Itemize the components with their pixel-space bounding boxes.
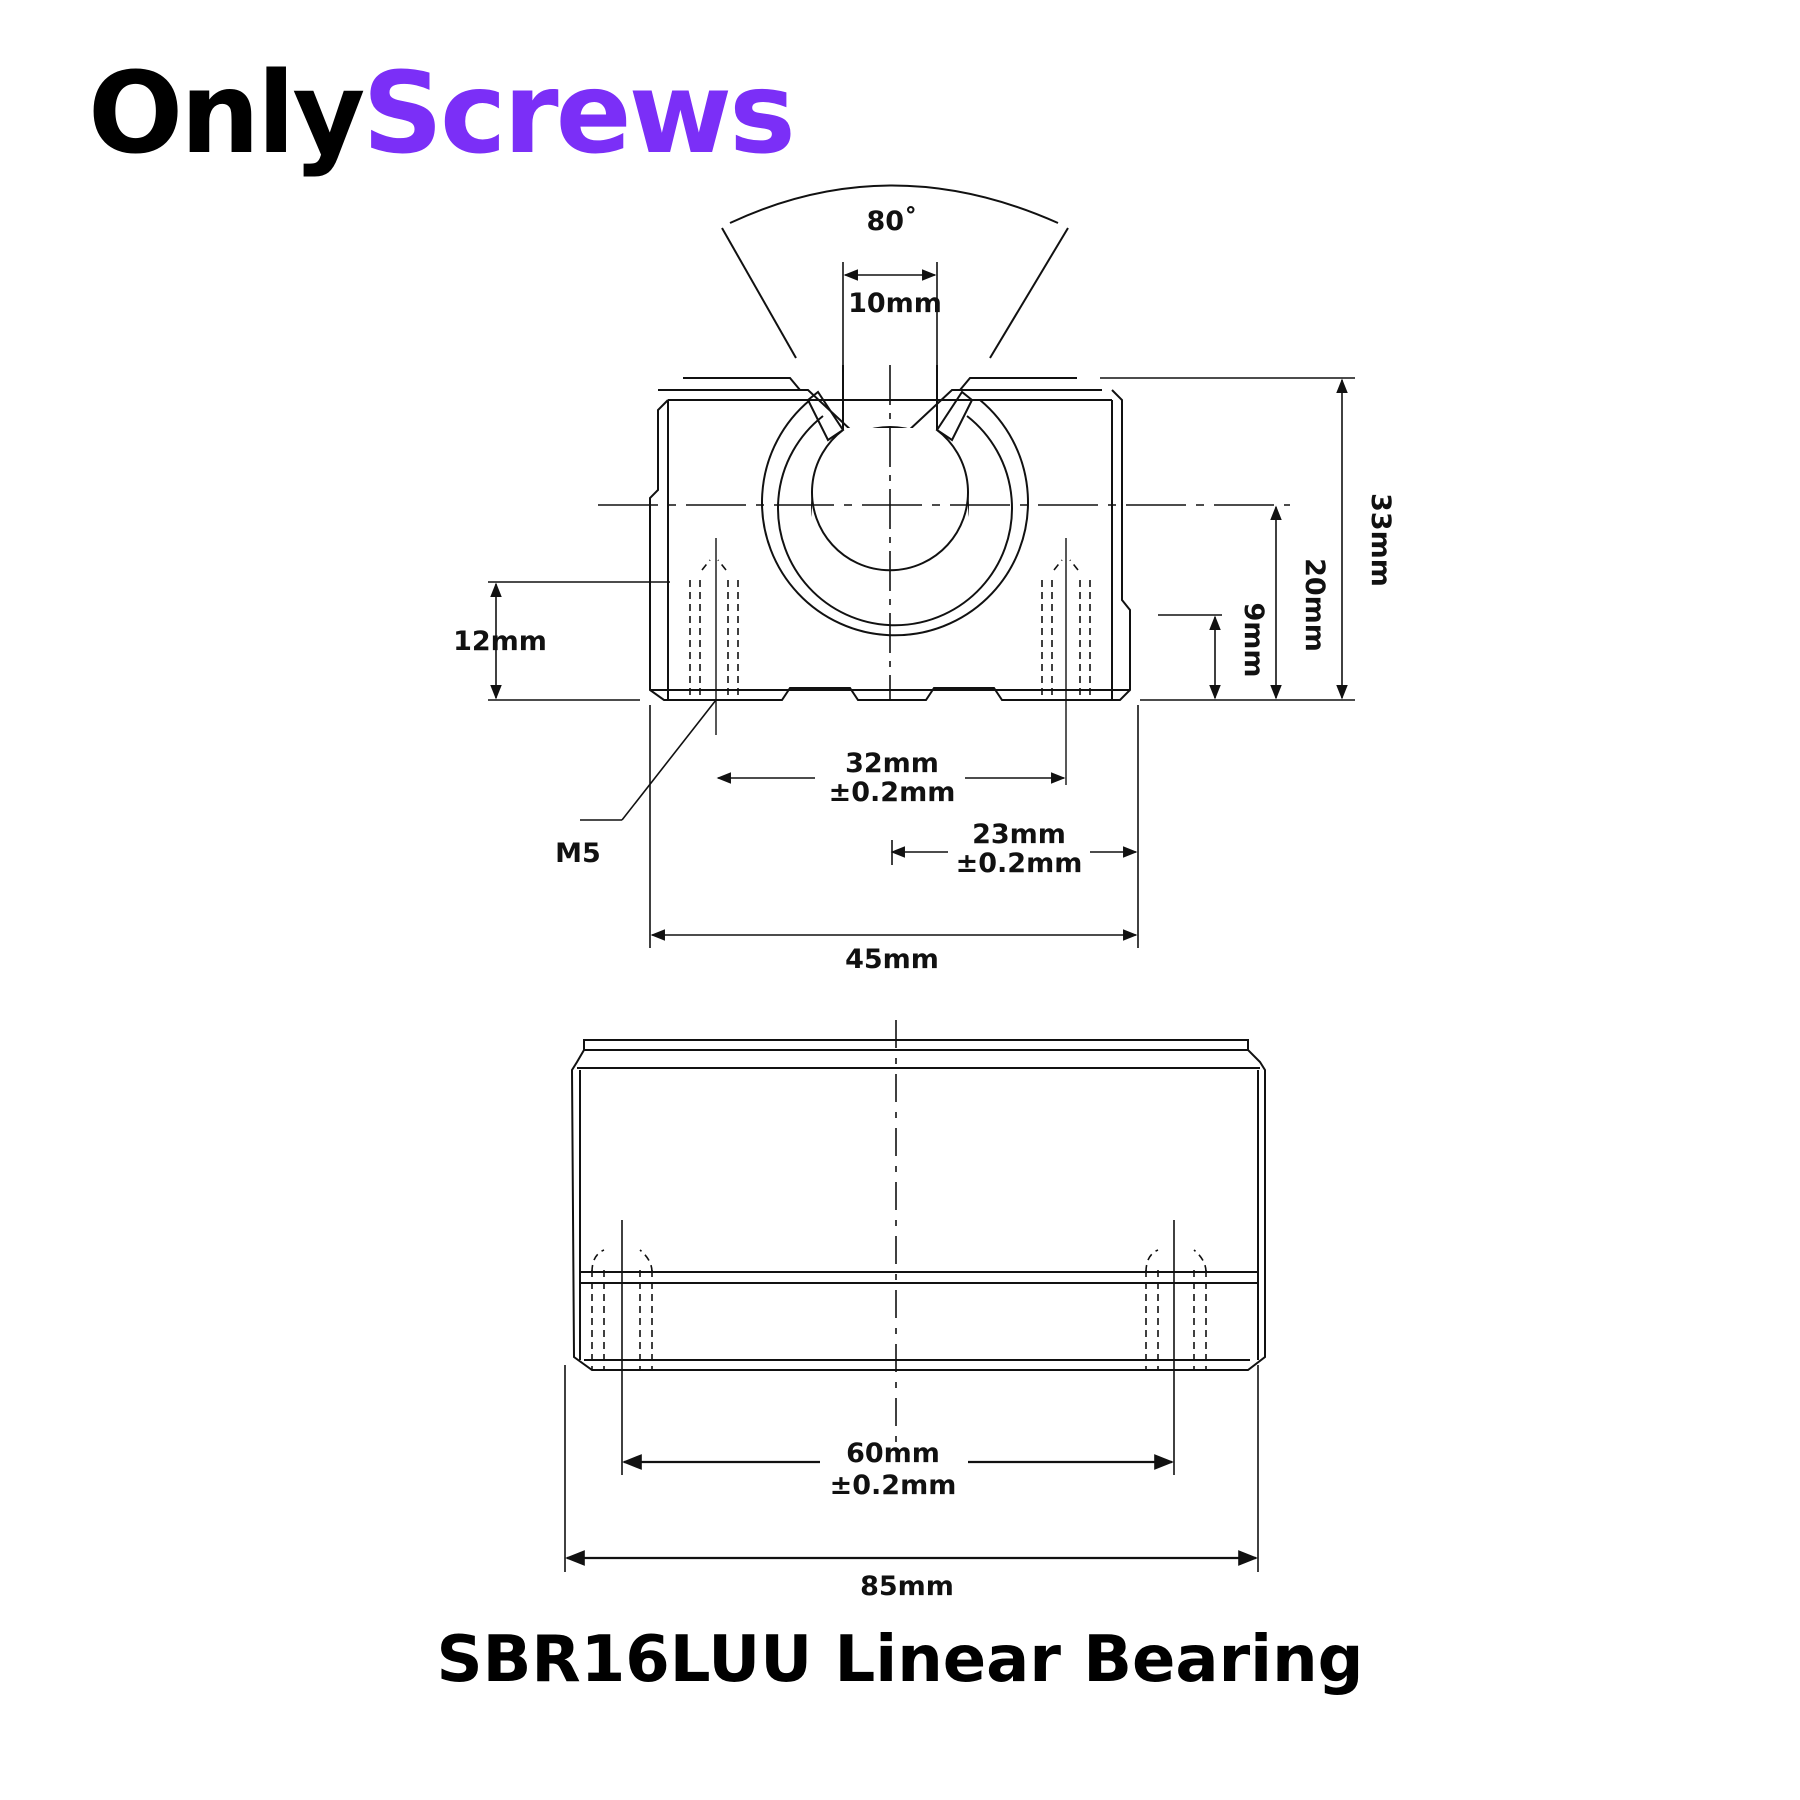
height-mount-label: 9mm xyxy=(1238,602,1269,677)
hole-spacing-tolerance: ±0.2mm xyxy=(829,777,956,808)
thread-label: M5 xyxy=(555,838,601,869)
brand-part-only: Only xyxy=(88,49,365,179)
width-label: 45mm xyxy=(845,944,939,975)
angle-label: 80˚ xyxy=(866,206,917,237)
hole-right xyxy=(1041,559,1091,700)
product-title: SBR16LUU Linear Bearing xyxy=(436,1623,1364,1697)
angle-arc xyxy=(729,184,1059,224)
half-width-label: 23mm xyxy=(972,819,1066,850)
brand-logo: OnlyScrews xyxy=(88,58,796,170)
hole-left xyxy=(689,559,739,700)
outer-ring xyxy=(761,399,1029,637)
height-center-label: 20mm xyxy=(1299,558,1330,652)
side-hole-left xyxy=(591,1249,653,1370)
middle-ring xyxy=(777,415,1013,627)
side-view xyxy=(570,1020,1266,1450)
half-width-tolerance: ±0.2mm xyxy=(956,848,1083,879)
angle-line-left xyxy=(721,227,797,359)
brand-part-screws: Screws xyxy=(362,49,795,179)
length-holes-label: 60mm xyxy=(846,1438,940,1469)
front-body-left xyxy=(649,389,1131,701)
length-holes-tolerance: ±0.2mm xyxy=(830,1470,957,1501)
hole-depth-label: 12mm xyxy=(453,626,547,657)
front-dimensions xyxy=(488,262,1355,948)
side-dimensions xyxy=(564,1220,1259,1572)
slot-width-label: 10mm xyxy=(848,288,942,319)
height-total-label: 33mm xyxy=(1365,493,1396,587)
front-view xyxy=(598,184,1290,785)
hole-spacing-label: 32mm xyxy=(845,748,939,779)
front-body-outline xyxy=(658,377,1102,433)
length-label: 85mm xyxy=(860,1571,954,1602)
angle-line-right xyxy=(989,227,1069,359)
side-body-outline xyxy=(570,1039,1266,1371)
side-hole-right xyxy=(1145,1249,1207,1370)
